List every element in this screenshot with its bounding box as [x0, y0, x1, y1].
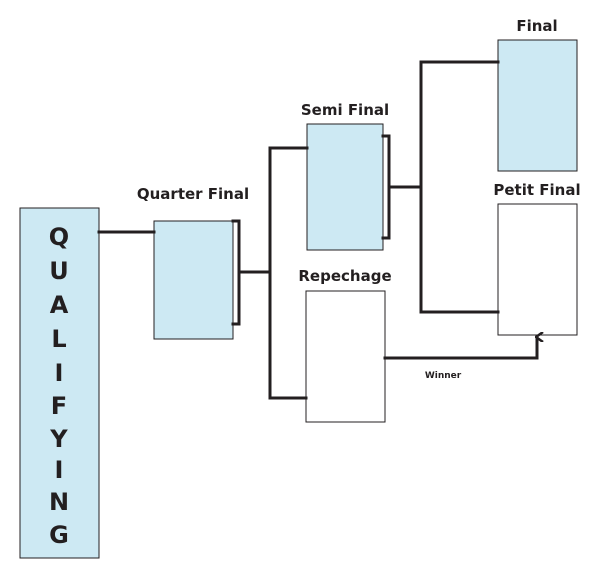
qualifying-letter: I — [55, 456, 64, 484]
petit-final-label: Petit Final — [493, 181, 580, 199]
semi-final-label: Semi Final — [301, 101, 389, 119]
winner-arrow — [383, 337, 537, 360]
qualifying-letter: U — [49, 257, 69, 285]
final-label: Final — [516, 17, 557, 35]
repechage-label: Repechage — [298, 267, 391, 285]
qualifying-letter: L — [51, 325, 66, 353]
qualifying-box — [19, 207, 100, 559]
qualifying-letter: N — [49, 488, 69, 516]
qualifying-letter: G — [49, 521, 69, 549]
repechage-box — [305, 290, 386, 423]
qualifying-letter: A — [50, 291, 69, 319]
winner-label: Winner — [425, 371, 462, 381]
semi-final-box — [306, 123, 384, 251]
qualifying-letter: Q — [49, 223, 69, 251]
qualifying-letter: Y — [49, 425, 68, 453]
final-petit-trunk — [419, 60, 500, 314]
quarter-final-box — [153, 220, 234, 340]
qualifying-letter: F — [51, 392, 67, 420]
quarter-final-label: Quarter Final — [137, 185, 249, 203]
petit-final-box — [497, 203, 578, 336]
semi-repechage-trunk — [268, 146, 309, 400]
final-box — [497, 39, 578, 172]
qualifying-letter: I — [55, 359, 64, 387]
